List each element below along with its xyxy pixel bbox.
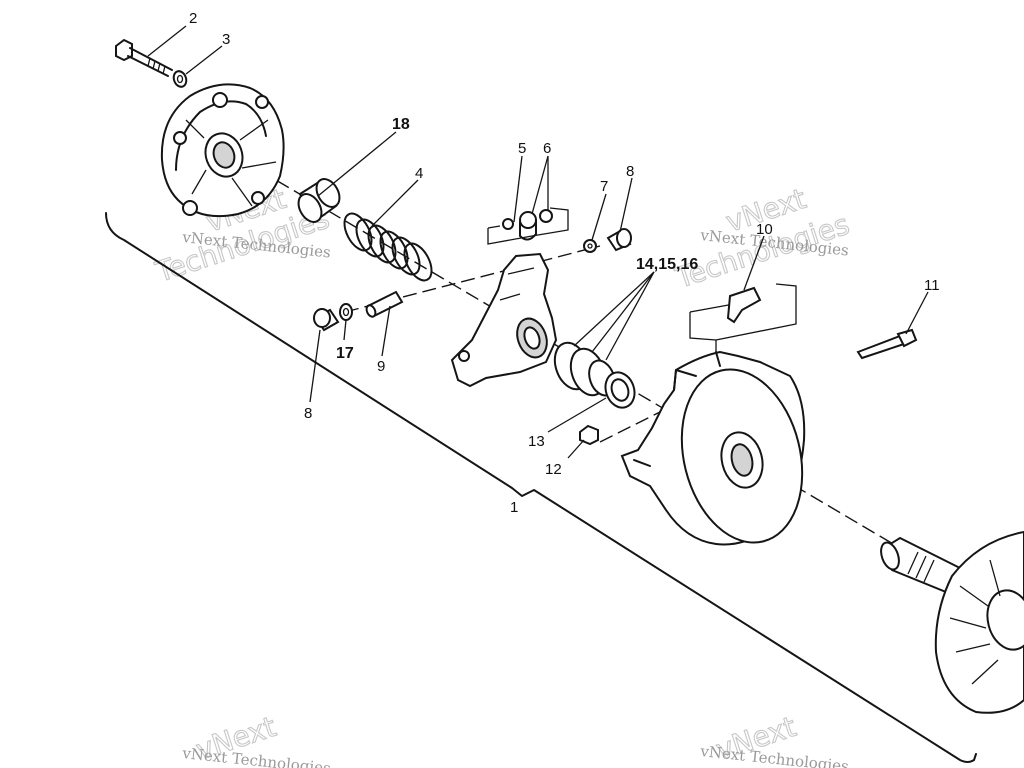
part-10-group (689, 283, 797, 360)
callout-labels: 2 3 18 4 5 6 7 8 14,15,16 10 11 17 9 8 1… (189, 10, 940, 516)
movable-sheave (620, 350, 806, 546)
washer-part-17 (339, 303, 353, 321)
spider-arm (450, 252, 558, 388)
button-part-8-upper (606, 228, 632, 252)
callout-18: 18 (392, 116, 410, 133)
nut-part-12 (579, 424, 599, 446)
washer-part-3 (172, 70, 188, 88)
callout-6: 6 (543, 140, 551, 157)
callout-17: 17 (336, 345, 354, 362)
leader-lines (147, 25, 929, 459)
washer-part-13 (604, 371, 636, 409)
pin-part-11 (856, 328, 918, 360)
pin-part-9 (365, 290, 404, 318)
bolt-axis-line (599, 411, 661, 443)
bolt-part-2 (115, 38, 173, 77)
spring-part-4 (343, 212, 433, 282)
callout-14-15-16: 14,15,16 (636, 256, 698, 273)
callout-8-upper: 8 (626, 163, 634, 180)
callout-4: 4 (415, 165, 423, 182)
callout-7: 7 (600, 178, 608, 195)
callout-9: 9 (377, 358, 385, 375)
callout-10: 10 (756, 221, 773, 238)
callout-12: 12 (545, 461, 562, 478)
parts-5-6-group (487, 207, 569, 245)
bushing-part-18 (297, 178, 341, 224)
rollers-parts-14-15-16 (553, 341, 616, 397)
callout-2: 2 (189, 10, 197, 27)
fixed-sheave-shaft (880, 530, 1024, 714)
cover-plate (160, 83, 285, 218)
callout-5: 5 (518, 140, 526, 157)
clip-part-7 (583, 239, 597, 253)
callout-11: 11 (924, 277, 940, 294)
callout-1: 1 (510, 499, 518, 516)
button-part-8-lower (313, 308, 340, 332)
callout-3: 3 (222, 31, 230, 48)
callout-13: 13 (528, 433, 545, 450)
assembly-bracket (105, 212, 977, 763)
callout-8-lower: 8 (304, 405, 312, 422)
